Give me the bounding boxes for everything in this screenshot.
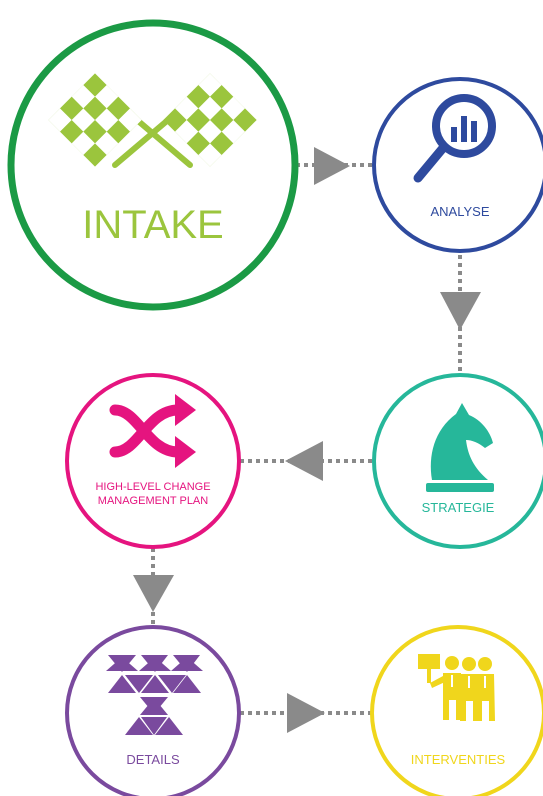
connector-strategie-plan (240, 441, 374, 481)
step-analyse: ANALYSE (372, 77, 543, 253)
step-intake: INTAKE (7, 19, 299, 311)
step-details-label: DETAILS (126, 752, 180, 767)
connector-intake-analyse (296, 147, 374, 185)
chess-knight-icon (426, 403, 494, 492)
step-interventies-label: INTERVENTIES (411, 752, 506, 767)
connector-analyse-strategie (440, 255, 481, 378)
shuffle-arrows-icon (109, 394, 196, 468)
step-plan-label-line2: MANAGEMENT PLAN (98, 495, 208, 507)
step-analyse-label: ANALYSE (430, 204, 489, 219)
step-interventies: INTERVENTIES (370, 625, 543, 796)
step-strategie: STRATEGIE (372, 373, 543, 549)
triangles-icon (106, 655, 203, 735)
connector-details-interventies (240, 693, 374, 733)
step-plan: HIGH-LEVEL CHANGE MANAGEMENT PLAN (65, 373, 241, 549)
presenter-people-icon (418, 654, 495, 721)
arrow-left-icon (285, 441, 323, 481)
arrow-right-icon (314, 147, 350, 185)
step-strategie-label: STRATEGIE (422, 500, 495, 515)
magnifier-chart-icon (413, 94, 496, 183)
arrow-down-icon (133, 575, 174, 612)
step-intake-label: INTAKE (82, 203, 224, 247)
arrow-down-icon (440, 292, 481, 330)
connector-plan-details (133, 548, 174, 630)
step-details: DETAILS (65, 625, 241, 796)
step-plan-label-line1: HIGH-LEVEL CHANGE (95, 481, 210, 493)
arrow-right-icon (287, 693, 325, 733)
